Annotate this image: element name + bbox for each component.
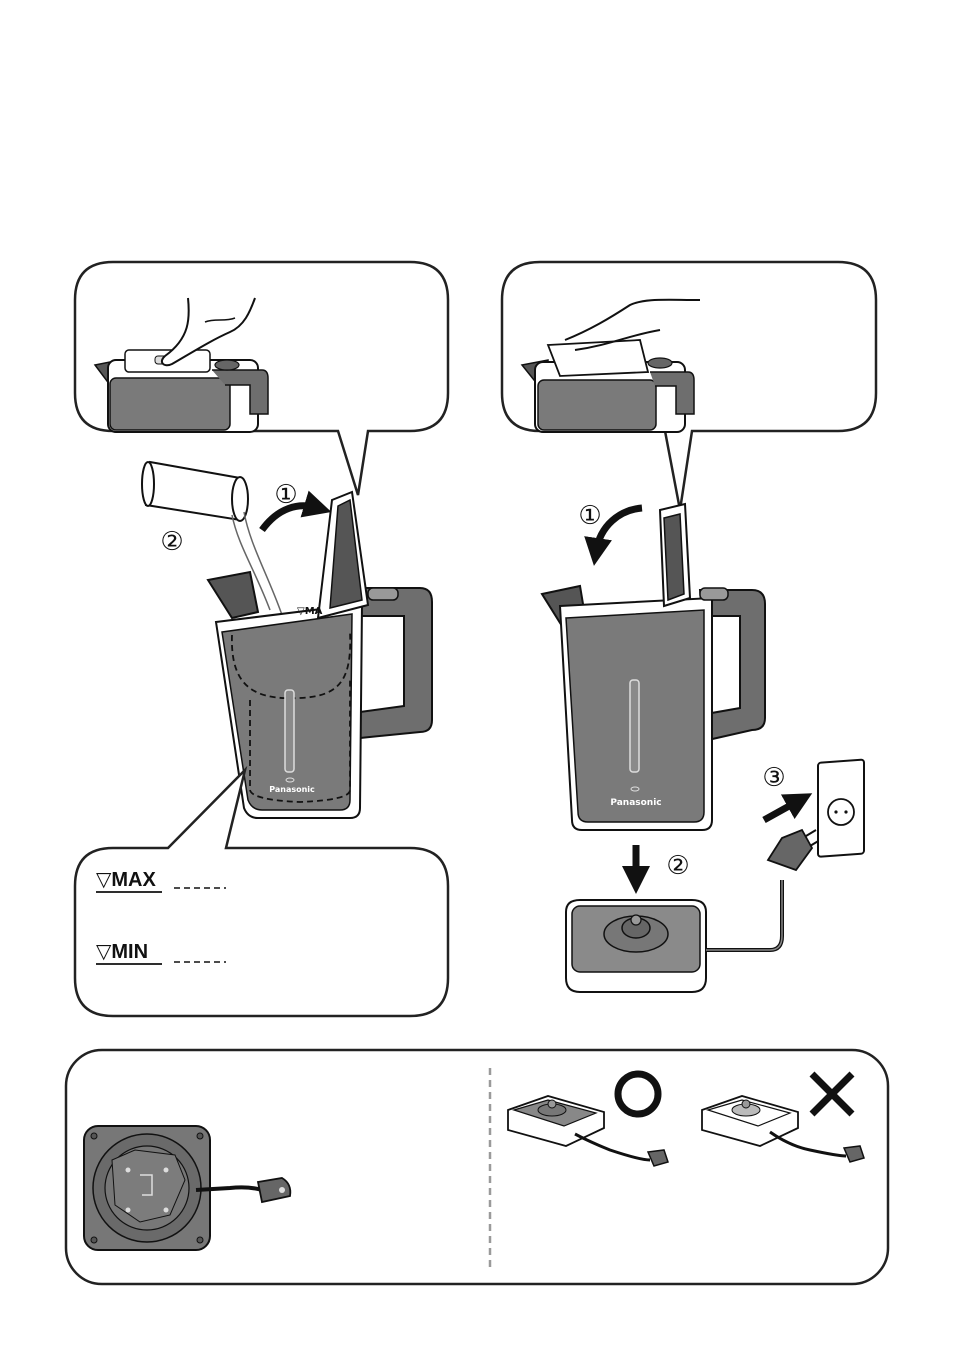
kettle-top-detail-left <box>95 350 268 432</box>
power-plug-icon <box>768 830 820 870</box>
callout-press-lid-button <box>75 262 448 495</box>
step-2-left: ② <box>160 527 183 557</box>
cord-storage-panel <box>66 1050 888 1284</box>
kettle-filling: Panasonic ▽MA ① ② <box>142 462 432 818</box>
kettle-closing: Panasonic ① ② ③ <box>542 501 864 992</box>
kettle-brand-left: Panasonic <box>269 785 315 794</box>
kettle-brand-right: Panasonic <box>610 798 661 808</box>
cord-under-base <box>196 1187 262 1190</box>
min-level-label: ▽MIN <box>96 941 148 963</box>
wall-socket-icon <box>818 760 864 857</box>
power-cord <box>706 880 782 950</box>
power-base-icon <box>566 900 706 992</box>
callout-close-lid <box>502 262 876 510</box>
plug-in-arrow-icon <box>764 800 800 820</box>
water-glass-icon <box>142 462 248 521</box>
step-3-right: ③ <box>762 763 785 793</box>
step-1-left: ① <box>274 480 297 510</box>
step-2-right: ② <box>666 851 689 881</box>
step-1-right: ① <box>578 501 601 531</box>
base-underside-icon <box>84 1126 210 1250</box>
close-lid-arrow-icon <box>596 508 642 552</box>
lid-max-mark: ▽MA <box>297 606 323 617</box>
max-level-label: ▽MAX <box>96 869 156 891</box>
